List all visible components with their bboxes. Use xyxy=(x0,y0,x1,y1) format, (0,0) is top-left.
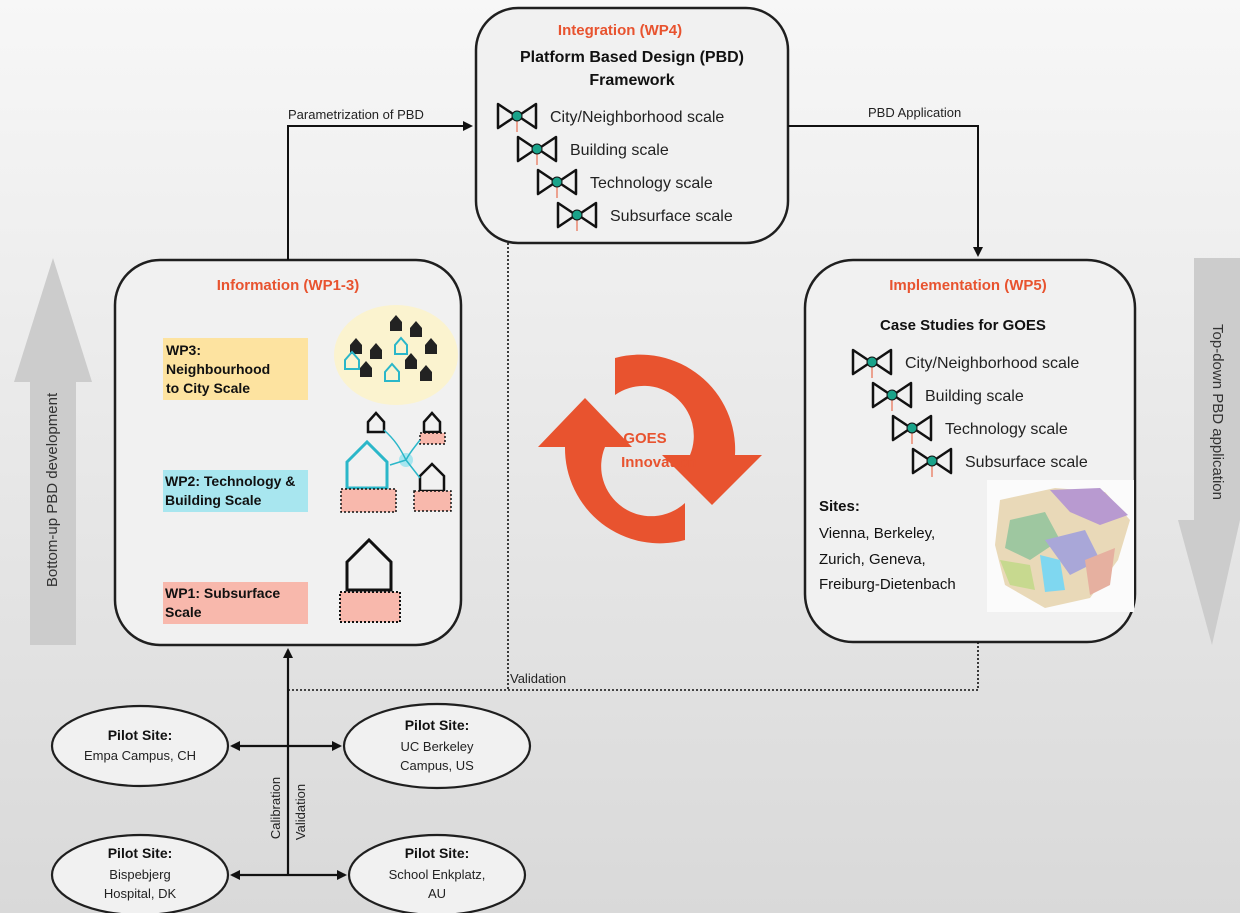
bottom-up-arrow xyxy=(14,258,92,645)
goes-innovation-cycle xyxy=(538,354,762,544)
implementation-scale-label: Building scale xyxy=(925,388,1024,405)
bowtie-icon xyxy=(851,348,893,378)
pilot-enkplatz-line-1: School Enkplatz, xyxy=(389,867,486,882)
integration-scale-label: Building scale xyxy=(570,142,669,159)
top-down-label: Top-down PBD application xyxy=(1209,324,1226,500)
top-down-arrow xyxy=(1178,258,1240,645)
sites-line-1: Vienna, Berkeley, xyxy=(819,525,935,542)
validation-label: Validation xyxy=(510,671,566,686)
pilot-berkeley-title: Pilot Site: xyxy=(405,717,470,733)
subsurface-illustration xyxy=(339,537,401,623)
pilot-site-empa xyxy=(50,704,230,788)
pilot-site-bispebjerg xyxy=(50,833,230,913)
wp3-line-3: to City Scale xyxy=(166,380,250,396)
cycle-label-2: Innovation xyxy=(621,454,697,471)
implementation-scale-label: Technology scale xyxy=(945,421,1068,438)
parametrization-arrow xyxy=(287,121,473,260)
bowtie-icon xyxy=(536,168,578,198)
bowtie-icon xyxy=(496,102,538,132)
pilot-bispebjerg-title: Pilot Site: xyxy=(108,845,173,861)
pilot-berkeley-line-1: UC Berkeley xyxy=(401,739,474,754)
sites-label: Sites: xyxy=(819,498,860,515)
pilot-site-enkplatz xyxy=(347,833,527,913)
neighbourhood-illustration xyxy=(334,305,458,405)
sites-line-2: Zurich, Geneva, xyxy=(819,551,926,568)
implementation-title: Case Studies for GOES xyxy=(880,317,1046,334)
city-map-image xyxy=(987,480,1134,612)
sites-line-3: Freiburg-Dietenbach xyxy=(819,576,956,593)
pilot-enkplatz-title: Pilot Site: xyxy=(405,845,470,861)
bottom-up-label: Bottom-up PBD development xyxy=(44,392,61,587)
cycle-label-1: GOES xyxy=(623,430,666,447)
wp1-line-2: Scale xyxy=(165,604,202,620)
calibration-label: Calibration xyxy=(268,777,283,839)
integration-title-2: Framework xyxy=(589,72,674,89)
bowtie-icon xyxy=(911,447,953,477)
pilot-enkplatz-line-2: AU xyxy=(428,886,446,901)
validation-vertical-label: Validation xyxy=(293,784,308,840)
bowtie-icon xyxy=(556,201,598,231)
integration-scale-label: Subsurface scale xyxy=(610,208,733,225)
wp2-line-2: Building Scale xyxy=(165,492,262,508)
application-label: PBD Application xyxy=(868,105,961,120)
building-technology-illustration xyxy=(340,411,452,513)
pilot-site-berkeley xyxy=(342,702,532,790)
parametrization-label: Parametrization of PBD xyxy=(288,107,424,122)
wp2-line-1: WP2: Technology & xyxy=(165,473,295,489)
implementation-scale-label: Subsurface scale xyxy=(965,454,1088,471)
validation-dotted-line xyxy=(288,243,979,691)
wp1-label-box xyxy=(163,582,308,624)
pilot-empa-title: Pilot Site: xyxy=(108,727,173,743)
bowtie-icon xyxy=(516,135,558,165)
pilot-berkeley-line-2: Campus, US xyxy=(400,758,474,773)
integration-scale-label: City/Neighborhood scale xyxy=(550,109,724,126)
wp3-line-1: WP3: xyxy=(166,342,201,358)
wp3-label-box xyxy=(163,338,308,400)
pilot-bispebjerg-line-2: Hospital, DK xyxy=(104,886,177,901)
wp2-label-box xyxy=(163,470,308,512)
implementation-scale-label: City/Neighborhood scale xyxy=(905,355,1079,372)
wp1-line-1: WP1: Subsurface xyxy=(165,585,280,601)
pilot-bispebjerg-line-1: Bispebjerg xyxy=(109,867,170,882)
integration-title-1: Platform Based Design (PBD) xyxy=(520,49,744,66)
integration-scale-label: Technology scale xyxy=(590,175,713,192)
integration-heading: Integration (WP4) xyxy=(558,22,682,39)
wp3-line-2: Neighbourhood xyxy=(166,361,270,377)
information-heading: Information (WP1-3) xyxy=(217,277,360,294)
implementation-heading: Implementation (WP5) xyxy=(889,277,1047,294)
application-arrow xyxy=(788,125,983,257)
pilot-empa-line-1: Empa Campus, CH xyxy=(84,748,196,763)
bowtie-icon xyxy=(871,381,913,411)
bowtie-icon xyxy=(891,414,933,444)
